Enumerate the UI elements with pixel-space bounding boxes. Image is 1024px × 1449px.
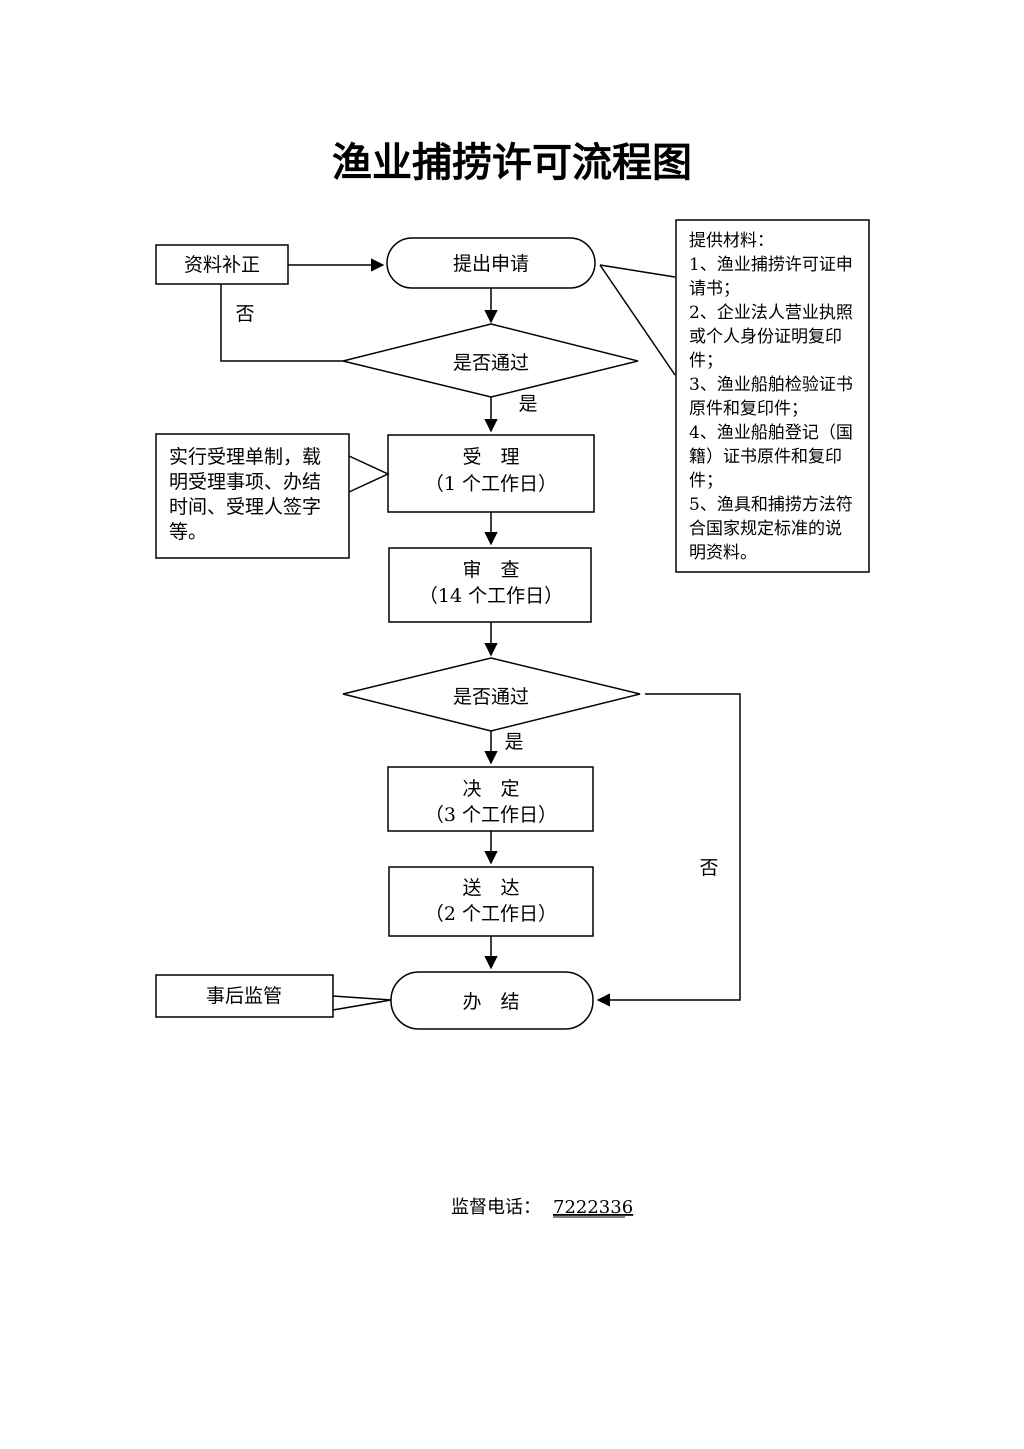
materials-callout-bottom (599, 264, 676, 376)
review-name: 审 查 (462, 559, 519, 581)
page-title: 渔业捕捞许可流程图 (332, 139, 692, 186)
supervise-callout (332, 995, 392, 1011)
check2-label: 是否通过 (453, 686, 529, 708)
materials-line: 籍）证书原件和复印 (689, 447, 842, 467)
materials-line: 件； (689, 471, 723, 491)
accept-note-line: 明受理事项、办结 (169, 471, 321, 493)
no1-connector (220, 284, 343, 362)
accept-note-line: 等。 (169, 521, 207, 543)
materials-callout-top (599, 264, 676, 278)
materials-line: 1、渔业捕捞许可证申 (689, 255, 853, 275)
materials-line: 4、渔业船舶登记（国 (689, 423, 853, 443)
materials-line: 件； (689, 351, 723, 371)
accept-days: （1 个工作日） (425, 473, 557, 495)
materials-line: 5、渔具和捕捞方法符 (689, 495, 853, 515)
materials-line: 明资料。 (689, 543, 757, 563)
decide-name: 决 定 (462, 778, 519, 800)
review-days: （14 个工作日） (419, 585, 563, 607)
materials-box (675, 219, 870, 573)
no2-label: 否 (699, 857, 718, 879)
footer-phone: 7222336 (553, 1197, 633, 1218)
deliver-days: （2 个工作日） (425, 903, 557, 925)
decide-days: （3 个工作日） (425, 804, 557, 826)
yes2-label: 是 (504, 731, 523, 753)
deliver-name: 送 达 (462, 877, 519, 899)
materials-line: 请书； (689, 279, 740, 299)
no1-label: 否 (235, 303, 254, 325)
materials-line: 或个人身份证明复印 (689, 327, 842, 347)
accept-note-box (155, 433, 350, 559)
accept-note-line: 时间、受理人签字 (169, 496, 321, 518)
materials-line: 原件和复印件； (689, 399, 808, 419)
supervise-label: 事后监管 (206, 985, 282, 1007)
no2-connector (596, 693, 741, 1007)
materials-line: 合国家规定标准的说 (689, 519, 842, 539)
submit-label: 提出申请 (453, 253, 529, 275)
accept-note-line: 实行受理单制，载 (169, 446, 321, 468)
materials-line: 提供材料： (689, 231, 774, 251)
accept-name: 受 理 (462, 446, 519, 468)
supplement-label: 资料补正 (184, 254, 260, 276)
yes1-label: 是 (518, 393, 537, 415)
materials-line: 3、渔业船舶检验证书 (689, 375, 853, 395)
finish-label: 办 结 (462, 991, 519, 1013)
accept-note-callout (348, 455, 390, 493)
materials-line: 2、企业法人营业执照 (689, 303, 853, 323)
check1-label: 是否通过 (453, 352, 529, 374)
review-box (388, 547, 592, 623)
footer-label: 监督电话： (451, 1197, 541, 1218)
